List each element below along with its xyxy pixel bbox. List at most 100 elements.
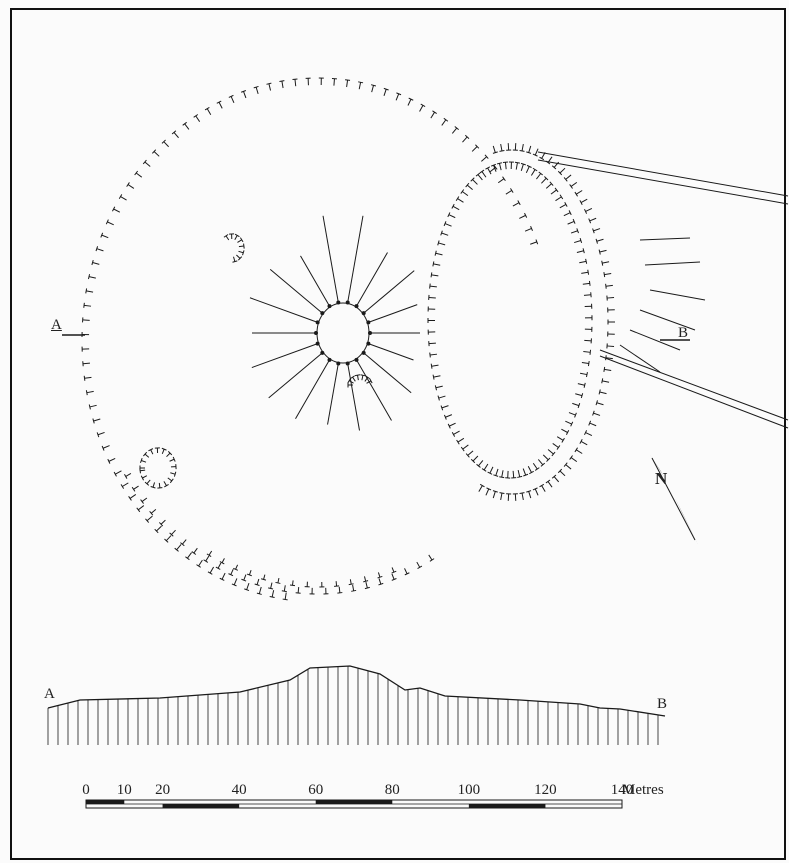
outer-bank-hachure	[256, 578, 260, 585]
inner-bank-outer-hachure	[575, 190, 583, 195]
inner-bank-hachure-bar	[451, 203, 455, 209]
outer-bank-hachure-bar	[517, 200, 521, 206]
inner-bank-outer-hachure	[534, 488, 539, 496]
profile-start-label: A	[44, 686, 55, 702]
inner-bank-hachure-bar	[485, 166, 491, 170]
mound-ray-head	[320, 311, 325, 316]
inner-bank-outer-hachure	[528, 145, 532, 153]
inner-bank-hachure	[565, 420, 572, 425]
outer-bank-hachure	[163, 141, 169, 148]
outer-bank-hachure-bar	[510, 188, 514, 193]
inner-bank-outer-hachure-bar	[592, 228, 595, 234]
inner-bank-hachure-bar	[465, 182, 470, 188]
inner-bank-hachure	[517, 469, 521, 478]
mound-ray-head	[345, 361, 350, 366]
central-mound	[249, 215, 420, 431]
north-label: N	[655, 469, 668, 488]
outer-bank-hachure	[395, 93, 400, 101]
outer-bank-hachure-bar	[281, 590, 287, 593]
outer-bank-hachure	[271, 590, 275, 598]
inner-bank-hachure	[466, 184, 473, 191]
outer-bank-hachure	[333, 78, 335, 86]
inner-bank-hachure-bar	[534, 467, 540, 471]
outer-bank-hachure-bar	[151, 149, 157, 154]
outer-bank-hachure	[519, 214, 526, 219]
mound-ray	[363, 352, 412, 394]
outer-bank-hachure-bar	[535, 239, 539, 245]
outer-bank-hachure-bar	[420, 103, 426, 107]
scale-tick-label: 10	[116, 782, 132, 798]
outer-bank-hachure	[133, 485, 139, 490]
inner-bank-outer-hachure-bar	[595, 400, 598, 406]
outer-bank-hachure	[82, 362, 90, 365]
inner-bank-outer-hachure	[602, 261, 610, 264]
inner-bank-outer-hachure-bar	[545, 479, 551, 484]
inner-bank-hachure	[550, 189, 557, 195]
outer-bank-hachure-bar	[279, 80, 285, 83]
inner-bank-outer-hachure	[500, 492, 503, 501]
inner-bank-outer-hachure	[605, 284, 613, 287]
inner-bank-hachure-bar	[585, 372, 588, 378]
north-arrow-shaft	[651, 457, 696, 541]
small-enclosure-hachure-bar	[157, 487, 163, 489]
outer-bank-hachure-bar	[83, 302, 85, 308]
inner-bank-hachure-bar	[437, 240, 440, 246]
outer-bank-hachure	[524, 227, 532, 232]
inner-bank-hachure-bar	[434, 385, 438, 391]
outer-bank-hachure-bar	[228, 94, 234, 98]
outer-bank-hachure-bar	[253, 85, 259, 89]
outer-bank-hachure	[352, 584, 355, 591]
mound-ray-head	[320, 350, 325, 355]
inner-bank-hachure-bar	[546, 457, 551, 462]
inner-bank-outer-hachure	[570, 181, 578, 187]
outer-bank-hachure	[268, 83, 272, 91]
outer-bank-inner-hachure	[291, 580, 294, 586]
scale-tick-label: 80	[384, 782, 400, 798]
inner-bank-hachure	[444, 223, 452, 227]
small-enclosure-hachure-bar	[144, 481, 150, 486]
small-enclosure-hachure-bar	[173, 471, 177, 477]
inner-bank-outer-hachure-bar	[601, 378, 604, 384]
inner-bank-hachure-bar	[475, 172, 481, 177]
inner-bank-hachure	[530, 169, 536, 176]
section-profile	[47, 665, 666, 745]
outer-bank-inner-hachure	[263, 574, 266, 580]
small-crescent-hachure	[361, 375, 364, 381]
inner-bank-hachure	[472, 179, 478, 185]
inner-bank-outer-hachure	[500, 143, 503, 152]
outer-bank-hachure-bar	[231, 583, 237, 587]
mound-ray-head	[327, 304, 332, 309]
inner-bank-hachure-bar	[443, 414, 447, 420]
inner-bank-hachure	[467, 450, 474, 456]
outer-bank-inner-hachure-bar	[246, 573, 252, 577]
outer-bank-hachure-bar	[161, 139, 166, 144]
inner-bank-hachure	[438, 395, 446, 399]
inner-bank-hachure	[542, 454, 549, 461]
outer-bank-hachure	[404, 568, 408, 575]
inner-enclosure-bank	[427, 143, 615, 501]
inner-bank-outer-hachure	[534, 148, 539, 156]
inner-bank-hachure-bar	[487, 471, 493, 475]
inner-bank-outer-hachure-bar	[579, 439, 583, 444]
outer-bank-hachure	[206, 108, 212, 115]
inner-bank-outer-hachure-bar	[557, 468, 563, 474]
inner-bank-hachure-bar	[429, 352, 431, 358]
outer-bank-hachure	[346, 79, 349, 88]
small-enclosure-hachure	[169, 458, 175, 462]
small-enclosure-hachure-bar	[164, 483, 169, 488]
outer-bank-inner-hachure	[208, 550, 213, 556]
inner-bank-hachure-bar	[470, 458, 476, 464]
inner-bank-hachure-bar	[589, 349, 592, 355]
inner-bank-hachure	[457, 437, 465, 443]
small-enclosure-hachure	[141, 460, 147, 463]
inner-bank-hachure	[541, 177, 547, 184]
outer-bank-hachure	[86, 390, 94, 394]
inner-bank-outer-hachure-bar	[563, 462, 568, 467]
outer-bank-inner-hachure	[221, 558, 225, 563]
small-ring-hachure-bar	[243, 243, 245, 249]
small-ring-hachure	[238, 245, 244, 248]
mound-ray-head	[361, 311, 366, 316]
outer-bank-inner-hachure-bar	[363, 580, 369, 583]
outer-bank-hachure-bar	[96, 432, 100, 438]
outer-bank-inner-hachure	[277, 577, 280, 584]
